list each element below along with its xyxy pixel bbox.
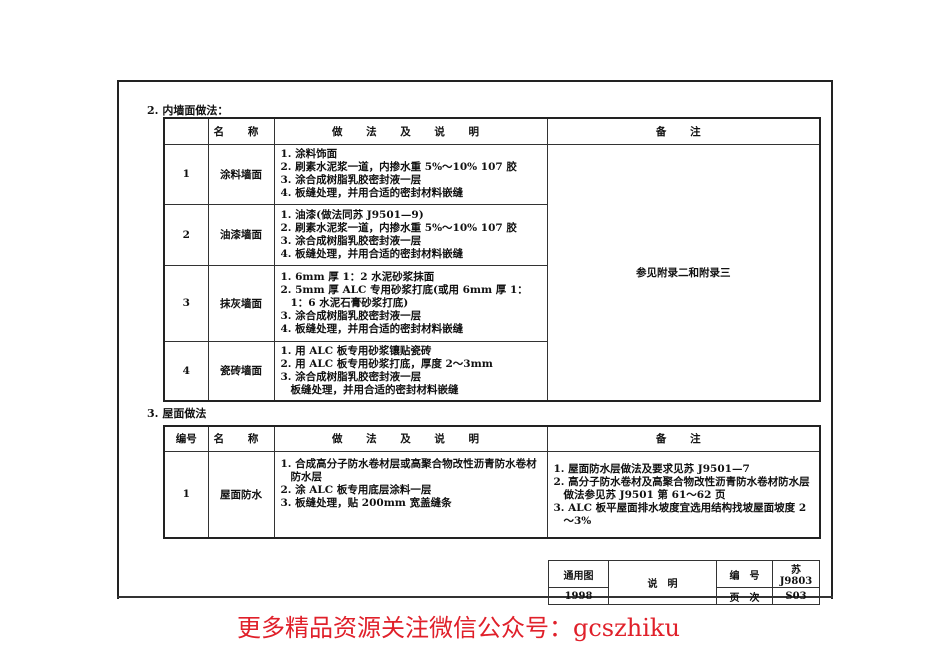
roof-table: 编号 名 称 做 法 及 说 明 备 注 1 屋面防水 1. 合成高分子防水卷材…: [163, 425, 821, 539]
frame-bottom-line: [117, 596, 833, 598]
drawing-title: 说 明: [608, 560, 717, 605]
watermark-text: 更多精品资源关注微信公众号：gcszhiku: [237, 614, 680, 642]
remark-cell: 参见附录二和附录三: [546, 143, 821, 402]
table-header: 编号 名 称 做 法 及 说 明 备 注: [163, 425, 821, 452]
document-body: 2. 内墙面做法： 名 称 做 法 及 说 明 备 注 1 涂料墙面 1. 涂料…: [147, 104, 823, 539]
table-header: 名 称 做 法 及 说 明 备 注: [163, 117, 821, 145]
section-3-title: 3. 屋面做法: [147, 407, 207, 420]
section-2-title: 2. 内墙面做法：: [147, 104, 229, 117]
title-block: 通用图 说 明 编 号 苏 J9803 1998 页 次 S03: [548, 560, 820, 605]
table-row: 2 油漆墙面 1. 油漆(做法同苏 J9501—9)2. 刷素水泥浆一道，内掺水…: [163, 203, 820, 266]
drawing-frame: [117, 80, 833, 599]
